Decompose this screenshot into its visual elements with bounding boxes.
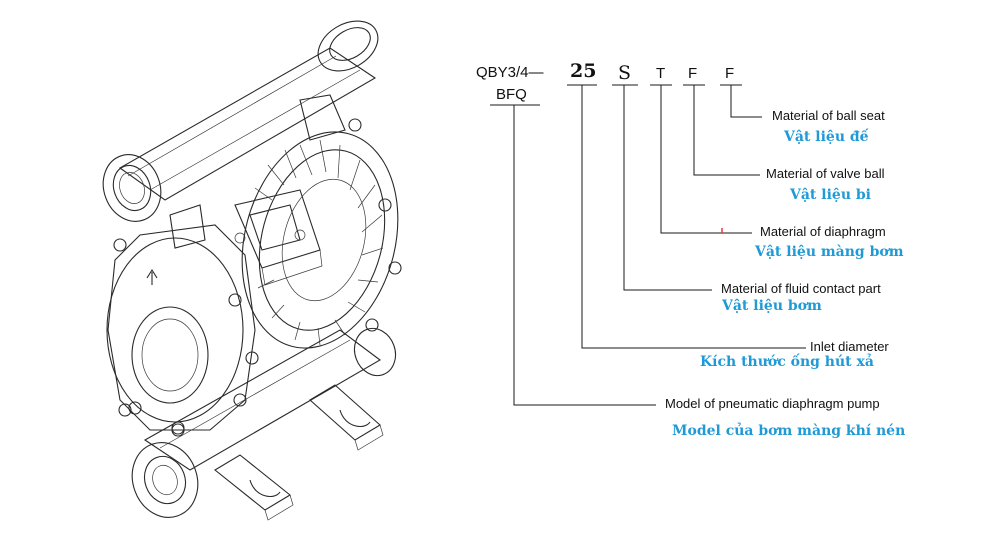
label-inlet-diameter-vi: Kích thước ống hút xả [700,354,874,370]
code-material-f2: F [725,65,735,82]
label-fluid-contact: Material of fluid contact part [721,281,881,296]
code-material-s: S [618,62,632,84]
label-fluid-contact-vi: Vật liệu bơm [722,298,822,314]
label-valve-ball: Material of valve ball [766,166,885,181]
code-material-t: T [656,65,666,82]
label-pump-model: Model of pneumatic diaphragm pump [665,396,880,411]
label-valve-ball-vi: Vật liệu bi [790,187,871,203]
label-ball-seat: Material of ball seat [772,108,885,123]
label-ball-seat-vi: Vật liệu đế [784,129,869,145]
label-diaphragm-vi: Vật liệu màng bơm [755,244,904,260]
diaphragm-pump-drawing [102,20,402,521]
label-inlet-diameter: Inlet diameter [810,339,889,354]
code-material-f1: F [688,65,698,82]
code-size: 25 [570,60,597,82]
code-prefix: QBY3/4— [476,64,544,81]
label-pump-model-vi: Model của bơm màng khí nén [672,423,906,439]
code-suffix: BFQ [496,86,527,103]
label-diaphragm: Material of diaphragm [760,224,886,239]
